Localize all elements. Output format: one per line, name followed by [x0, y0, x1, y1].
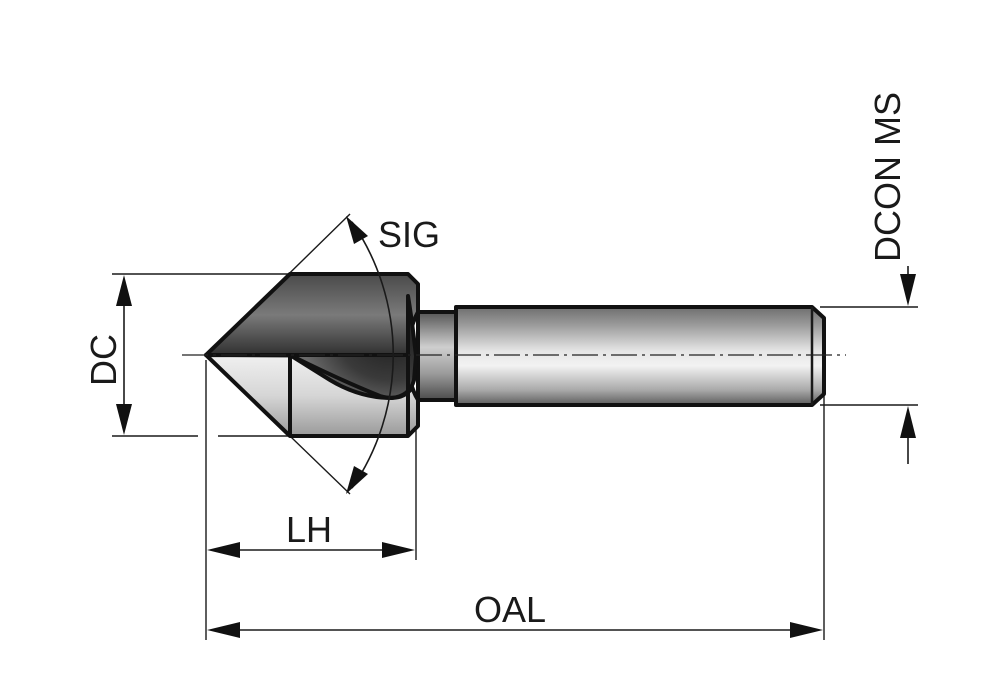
dc-arrow-bottom — [116, 404, 132, 435]
dc-arrow-top — [116, 275, 132, 306]
dcon-ms-label: DCON MS — [867, 92, 908, 262]
head-upper — [204, 272, 420, 358]
lh-dimension: LH — [207, 509, 415, 558]
dc-label: DC — [83, 334, 124, 386]
lh-arrow-left — [207, 542, 240, 558]
dcon-ms-dimension: DCON MS — [867, 92, 916, 464]
sig-label: SIG — [378, 214, 440, 255]
dcon-arrow-bottom — [900, 406, 916, 438]
extension-lines — [112, 213, 918, 640]
shank — [454, 305, 826, 407]
sig-arrow-top — [346, 216, 368, 244]
oal-label: OAL — [474, 589, 546, 630]
oal-arrow-right — [790, 622, 823, 638]
dc-dimension: DC — [83, 275, 132, 435]
sig-dimension: SIG — [346, 214, 440, 494]
oal-dimension: OAL — [207, 589, 823, 638]
sig-arrow-bottom — [346, 466, 368, 494]
lh-label: LH — [286, 509, 332, 550]
neck — [416, 310, 458, 402]
oal-arrow-left — [207, 622, 240, 638]
lh-arrow-right — [382, 542, 415, 558]
dcon-arrow-top — [900, 274, 916, 306]
